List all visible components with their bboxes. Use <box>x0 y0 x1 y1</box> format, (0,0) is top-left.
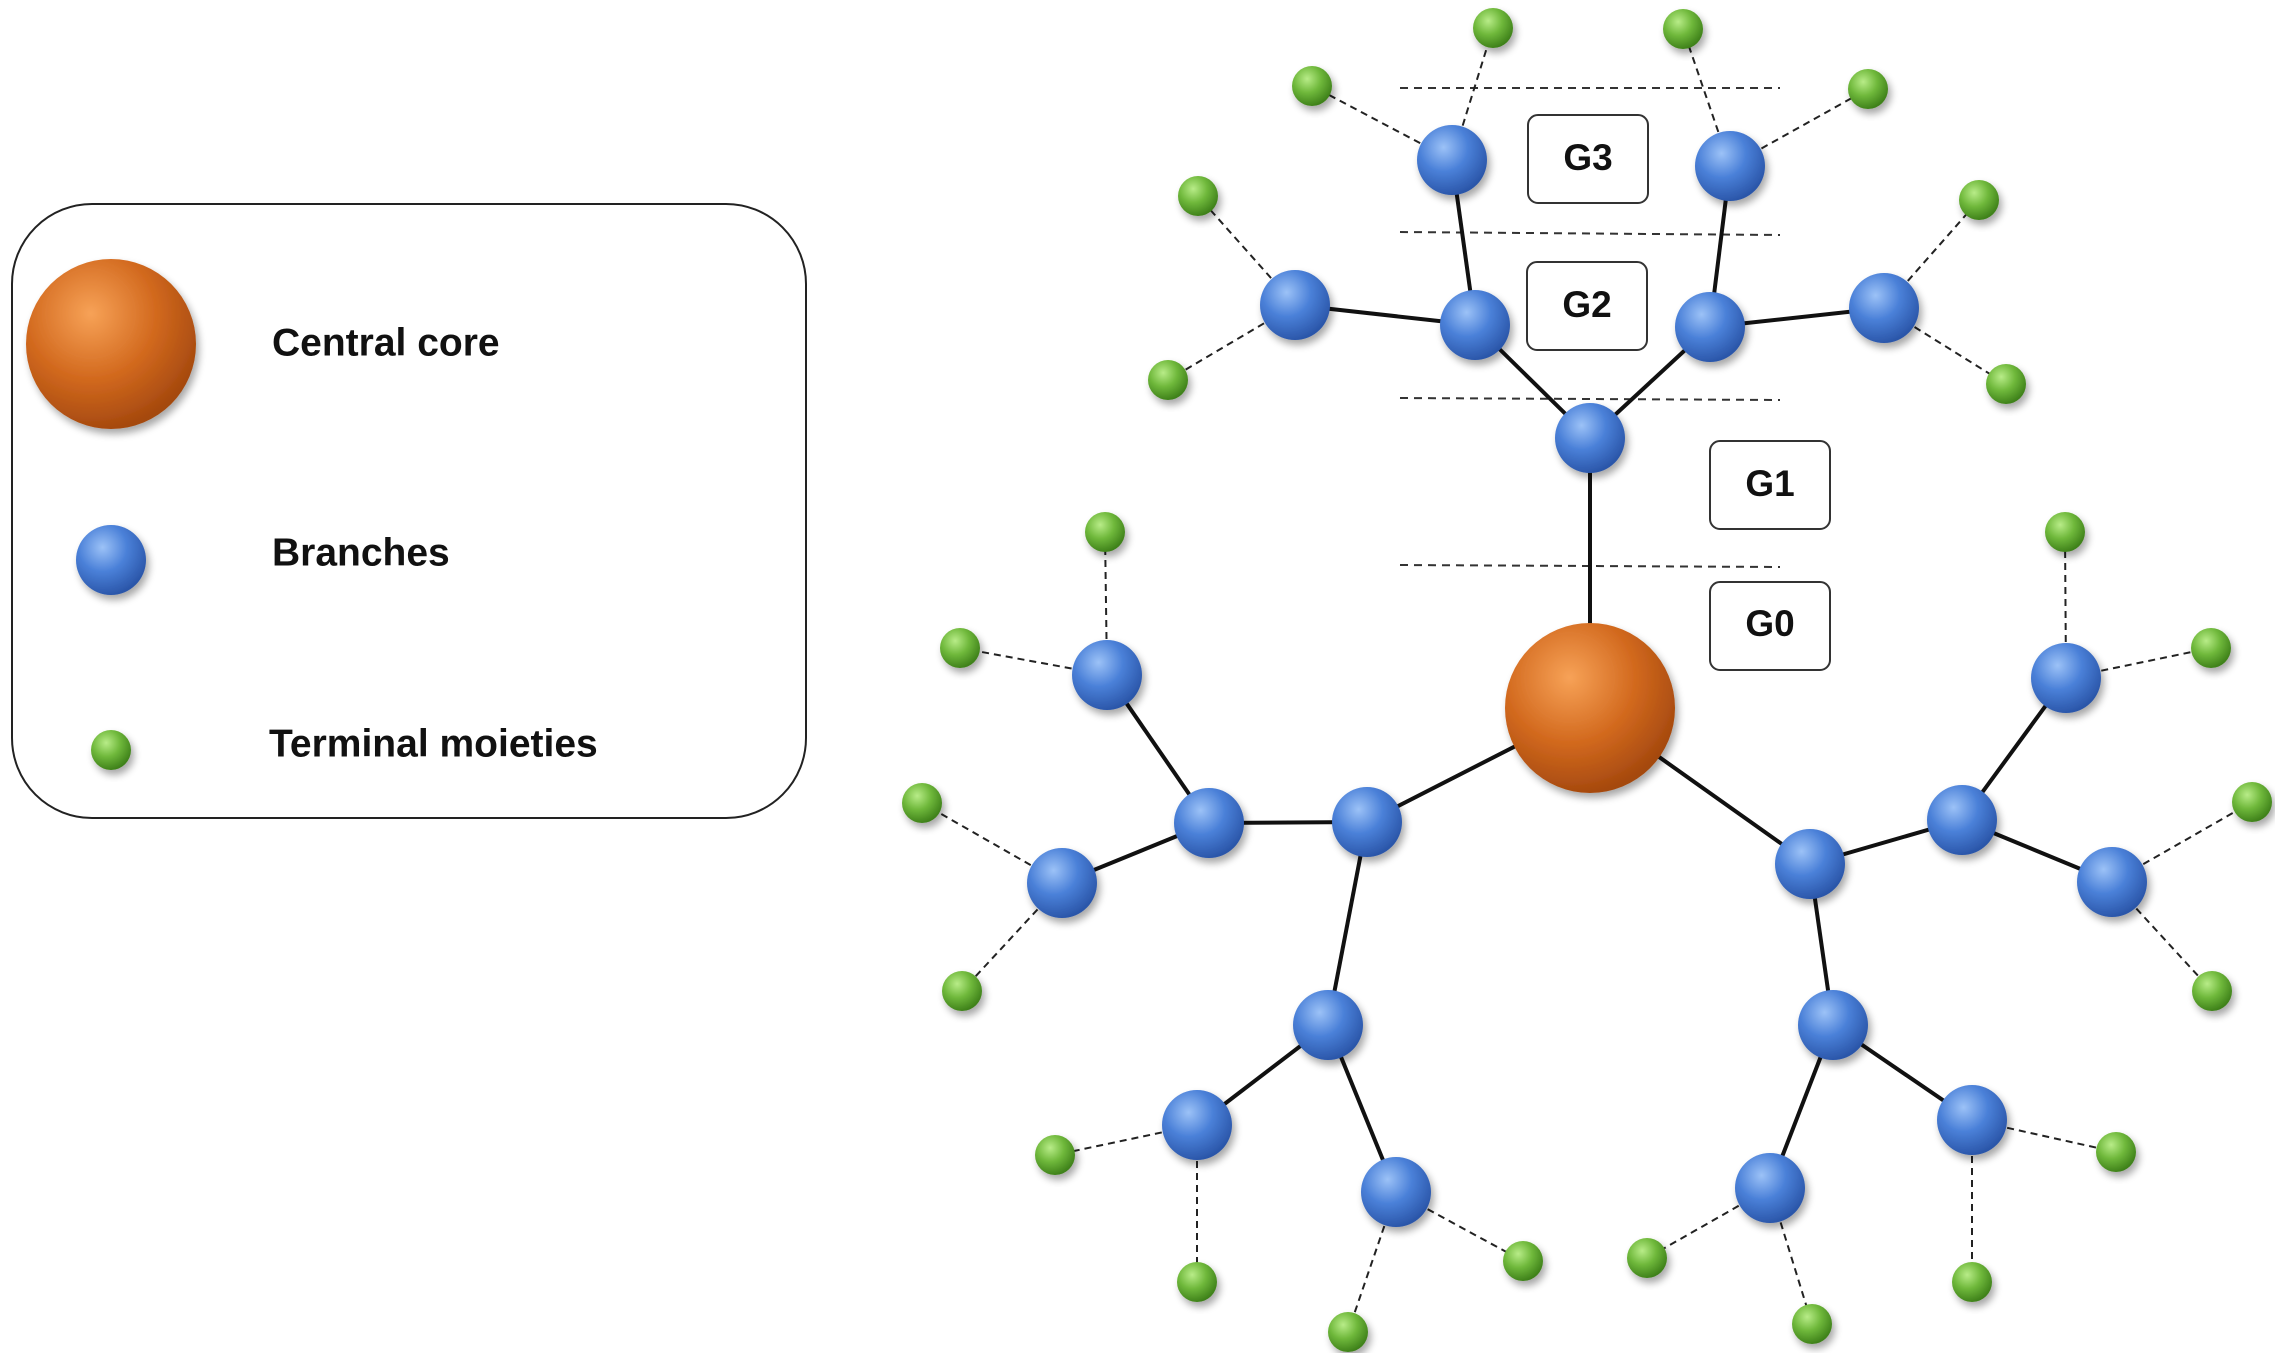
terminal-moiety-node <box>2096 1132 2136 1172</box>
g0-label: G0 <box>1745 603 1794 644</box>
branch-node <box>1293 990 1363 1060</box>
terminal-moiety-node <box>1085 512 1125 552</box>
terminal-moiety-node <box>1473 8 1513 48</box>
nodes <box>902 8 2272 1352</box>
terminal-moiety-node <box>2191 628 2231 668</box>
branch-node <box>1417 125 1487 195</box>
terminal-moiety-node <box>902 783 942 823</box>
terminal-moiety-node <box>2232 782 2272 822</box>
branch-node <box>1260 270 1330 340</box>
terminal-moiety-node <box>1148 360 1188 400</box>
terminal-moiety-node <box>1627 1238 1667 1278</box>
generation-labels: G3 G2 G1 G0 <box>1526 114 1831 671</box>
branch-node <box>1775 829 1845 899</box>
branch-node <box>1937 1085 2007 1155</box>
branch-node <box>1695 131 1765 201</box>
legend-terminal-swatch <box>91 730 131 770</box>
terminal-moiety-node <box>1503 1241 1543 1281</box>
legend-core-label: Central core <box>272 321 500 364</box>
branch-node <box>1440 290 1510 360</box>
g3-label-box <box>1527 114 1649 204</box>
terminal-moiety-node <box>2045 512 2085 552</box>
legend-branch-swatch <box>76 525 146 595</box>
branch-node <box>1849 273 1919 343</box>
legend-branch-label: Branches <box>272 531 450 574</box>
terminal-moiety-node <box>1292 66 1332 106</box>
terminal-moiety-node <box>1959 180 1999 220</box>
terminal-moiety-node <box>1952 1262 1992 1302</box>
legend: Central core Branches Terminal moieties <box>11 203 807 819</box>
g2-label: G2 <box>1562 284 1611 325</box>
branch-node <box>1927 785 1997 855</box>
g3-label: G3 <box>1563 137 1612 178</box>
g0-label-box <box>1709 581 1831 671</box>
branch-node <box>1332 787 1402 857</box>
terminal-moiety-node <box>1663 9 1703 49</box>
branch-node <box>1675 292 1745 362</box>
branch-node <box>1735 1153 1805 1223</box>
terminal-moiety-node <box>2192 971 2232 1011</box>
terminal-moiety-node <box>1178 176 1218 216</box>
branch-node <box>1555 403 1625 473</box>
legend-box <box>11 203 807 819</box>
g1-label: G1 <box>1745 463 1794 504</box>
branch-node <box>1072 640 1142 710</box>
branch-node <box>1361 1157 1431 1227</box>
boundary-line <box>1399 564 1781 568</box>
branch-node <box>1174 788 1244 858</box>
branch-node <box>2031 643 2101 713</box>
terminal-moiety-node <box>1792 1304 1832 1344</box>
branch-node <box>1027 848 1097 918</box>
terminal-moiety-node <box>1848 69 1888 109</box>
g2-label-box <box>1526 261 1648 351</box>
branch-node <box>2077 847 2147 917</box>
terminal-moiety-node <box>942 971 982 1011</box>
branch-node <box>1798 990 1868 1060</box>
g1-label-box <box>1709 440 1831 530</box>
terminal-moiety-node <box>1177 1262 1217 1302</box>
terminal-moiety-node <box>1328 1312 1368 1352</box>
terminal-moiety-node <box>1986 364 2026 404</box>
terminal-moiety-node <box>940 628 980 668</box>
central-core-node <box>1505 623 1675 793</box>
terminal-moiety-node <box>1035 1135 1075 1175</box>
legend-terminal-label: Terminal moieties <box>269 722 598 765</box>
branch-node <box>1162 1090 1232 1160</box>
legend-core-swatch <box>26 259 196 429</box>
boundary-line <box>1399 397 1781 401</box>
